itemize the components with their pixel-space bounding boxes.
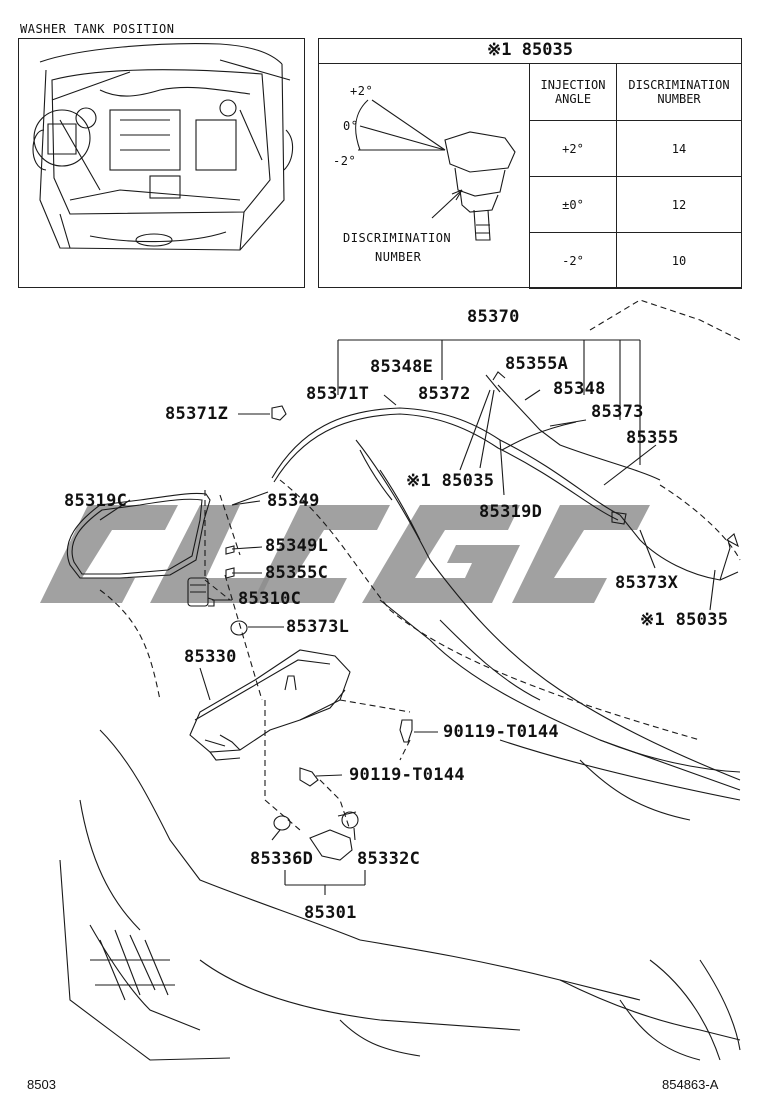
angle-minus-label: -2° [333, 154, 357, 168]
part-85301: 85301 [304, 903, 357, 923]
part-85370: 85370 [467, 307, 520, 327]
col-number-line1: DISCRIMINATION [628, 78, 730, 92]
part-85330: 85330 [184, 647, 237, 667]
part-85348: 85348 [553, 379, 606, 399]
angle-cell: +2° [529, 120, 617, 177]
part-85371t: 85371T [306, 384, 370, 404]
inset-caption: WASHER TANK POSITION [20, 22, 175, 36]
part-85349: 85349 [267, 491, 320, 511]
footer-right-code: 854863-A [662, 1077, 719, 1092]
part-85319d: 85319D [479, 502, 543, 522]
part-85035-upper: ※1 85035 [406, 471, 495, 491]
bolt-lower [299, 767, 319, 787]
dashed-leaders [99, 299, 741, 831]
part-85372: 85372 [418, 384, 471, 404]
hose-85319c [66, 492, 211, 579]
part-85355a: 85355A [505, 354, 569, 374]
col-angle-line2: ANGLE [554, 92, 592, 106]
part-85373l: 85373L [286, 617, 350, 637]
grommet [230, 620, 248, 636]
part-85371z: 85371Z [165, 404, 229, 424]
table-title: ※1 85035 [318, 38, 742, 64]
pump [187, 577, 215, 607]
part-85355c: 85355C [265, 563, 329, 583]
part-85348e: 85348E [370, 357, 434, 377]
discrim-label-line2: NUMBER [375, 250, 422, 264]
part-85355: 85355 [626, 428, 679, 448]
label-leaders [99, 339, 716, 895]
washer-motor [309, 811, 359, 861]
part-85035-lower: ※1 85035 [640, 610, 729, 630]
washer-tank-position-inset [18, 38, 305, 288]
part-85373: 85373 [591, 402, 644, 422]
bolt-upper [399, 719, 413, 743]
col-angle-line1: INJECTION [540, 78, 606, 92]
number-cell: 14 [616, 120, 742, 177]
table-title-text: ※1 85035 [487, 40, 573, 60]
angle-plus-label: +2° [350, 84, 374, 98]
part-85332c: 85332C [357, 849, 421, 869]
number-cell: 12 [616, 176, 742, 233]
car-body-outline [59, 439, 741, 1061]
part-85336d: 85336D [250, 849, 314, 869]
part-90119-t0144-upper: 90119-T0144 [443, 722, 559, 742]
engine-bay-sketch [32, 43, 294, 251]
col-number-line2: NUMBER [657, 92, 701, 106]
nozzle-angle-sketch [355, 99, 516, 241]
footer-left-code: 8503 [27, 1077, 56, 1092]
angle-cell: ±0° [529, 176, 617, 233]
part-85310c: 85310C [238, 589, 302, 609]
part-85349l: 85349L [265, 536, 329, 556]
hose-lines [231, 371, 739, 581]
part-85373x: 85373X [615, 573, 679, 593]
number-cell: 10 [616, 232, 742, 289]
washer-tank [189, 649, 351, 761]
clip-85371z [271, 405, 287, 421]
part-90119-t0144-lower: 90119-T0144 [349, 765, 465, 785]
discrim-label-line1: DISCRIMINATION [343, 231, 452, 245]
angle-zero-label: 0° [343, 119, 359, 133]
part-85319c: 85319C [64, 491, 128, 511]
o-ring [273, 815, 291, 831]
angle-cell: -2° [529, 232, 617, 289]
